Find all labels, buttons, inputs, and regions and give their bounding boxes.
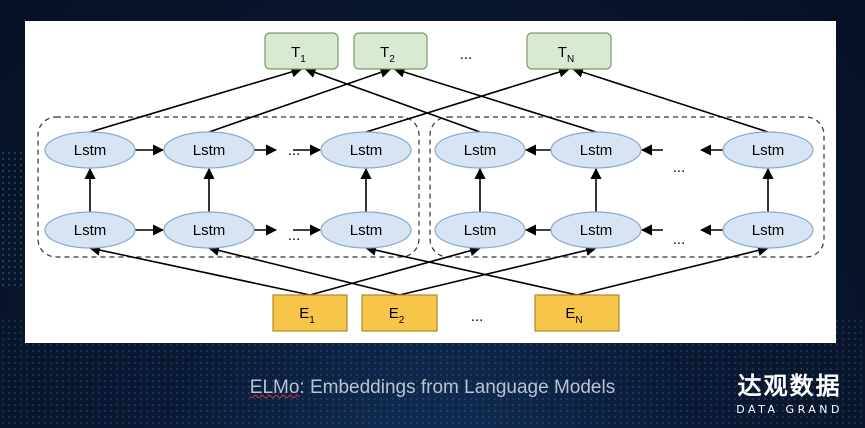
bwd-lstm-bottom-1-node bbox=[550, 211, 642, 249]
fwd-lstm-top-0-label: Lstm bbox=[74, 142, 107, 159]
output-label-0: T1 bbox=[291, 44, 306, 65]
bwd-lstm-top-0-node bbox=[434, 131, 526, 169]
output-label-1: T2 bbox=[380, 44, 395, 65]
output-label-2: TN bbox=[558, 44, 574, 65]
fwd-lstm-top-0-node bbox=[44, 131, 136, 169]
fwd-lstm-bottom-0-node bbox=[44, 211, 136, 249]
en-to-fwd-arrow bbox=[364, 244, 578, 296]
bwd-lstm-bottom-0-node bbox=[434, 211, 526, 249]
fwd-bottom-ellipsis: ... bbox=[288, 227, 301, 244]
input-label-1: E2 bbox=[389, 305, 405, 326]
output-box-0 bbox=[264, 32, 339, 70]
en-to-bwd-arrow bbox=[576, 244, 770, 296]
fwd-lstm-bottom-1-node bbox=[163, 211, 255, 249]
input-box-0 bbox=[272, 294, 348, 332]
e2-to-fwd-arrow bbox=[207, 244, 400, 296]
fwd-to-t1-arrow bbox=[89, 66, 303, 133]
logo-english-text: DATA GRAND bbox=[736, 403, 843, 416]
bwd-to-t1-arrow bbox=[304, 67, 481, 133]
caption-text: : Embeddings from Language Models bbox=[299, 377, 616, 398]
bwd-lstm-top-1-label: Lstm bbox=[580, 142, 613, 159]
bwd-bottom-ellipsis: ... bbox=[673, 231, 686, 248]
output-box-1 bbox=[353, 32, 428, 70]
fwd-lstm-top-1-node bbox=[163, 131, 255, 169]
caption-elmo-word: ELMo bbox=[249, 377, 300, 398]
fwd-lstm-bottom-2-label: Lstm bbox=[350, 222, 383, 239]
bwd-lstm-top-0-label: Lstm bbox=[464, 142, 497, 159]
bwd-lstm-bottom-2-node bbox=[722, 211, 814, 249]
fwd-lstm-top-2-node bbox=[320, 131, 412, 169]
bwd-lstm-top-2-label: Lstm bbox=[752, 142, 785, 159]
bwd-lstm-top-2-node bbox=[722, 131, 814, 169]
e2-to-bwd-arrow bbox=[399, 244, 598, 296]
fwd-lstm-bottom-0-label: Lstm bbox=[74, 222, 107, 239]
backward-lstm-group-box bbox=[429, 116, 825, 258]
output-ellipsis: ... bbox=[460, 46, 473, 63]
bwd-to-tn-arrow bbox=[571, 66, 769, 133]
fwd-top-ellipsis: ... bbox=[288, 142, 301, 159]
fwd-lstm-top-2-label: Lstm bbox=[350, 142, 383, 159]
bwd-lstm-bottom-2-label: Lstm bbox=[752, 222, 785, 239]
e1-to-bwd-arrow bbox=[309, 245, 482, 296]
e1-to-fwd-arrow bbox=[88, 244, 311, 296]
fwd-lstm-bottom-1-label: Lstm bbox=[193, 222, 226, 239]
bwd-lstm-bottom-1-label: Lstm bbox=[580, 222, 613, 239]
fwd-lstm-top-1-label: Lstm bbox=[193, 142, 226, 159]
output-box-2 bbox=[526, 32, 612, 70]
elmo-architecture-diagram: ............LstmLstmLstmLstmLstmLstmLstm… bbox=[37, 32, 825, 332]
fwd-to-t2-arrow bbox=[208, 67, 392, 133]
slide-caption: ELMo: Embeddings from Language Models bbox=[0, 377, 865, 399]
bwd-lstm-bottom-0-label: Lstm bbox=[464, 222, 497, 239]
logo-chinese-text: 达观数据 bbox=[737, 372, 842, 400]
bwd-to-t2-arrow bbox=[393, 66, 597, 133]
fwd-lstm-bottom-2-node bbox=[320, 211, 412, 249]
input-box-1 bbox=[361, 294, 438, 332]
fwd-to-tn-arrow bbox=[365, 66, 571, 133]
bwd-lstm-top-1-node bbox=[550, 131, 642, 169]
input-label-0: E1 bbox=[299, 305, 315, 326]
bwd-top-ellipsis: ... bbox=[673, 159, 686, 176]
forward-lstm-group-box bbox=[37, 116, 420, 258]
input-box-2 bbox=[534, 294, 620, 332]
datagrand-logo: 达观数据 DATA GRAND bbox=[736, 366, 843, 416]
input-label-2: EN bbox=[565, 305, 582, 326]
input-ellipsis: ... bbox=[471, 308, 484, 325]
